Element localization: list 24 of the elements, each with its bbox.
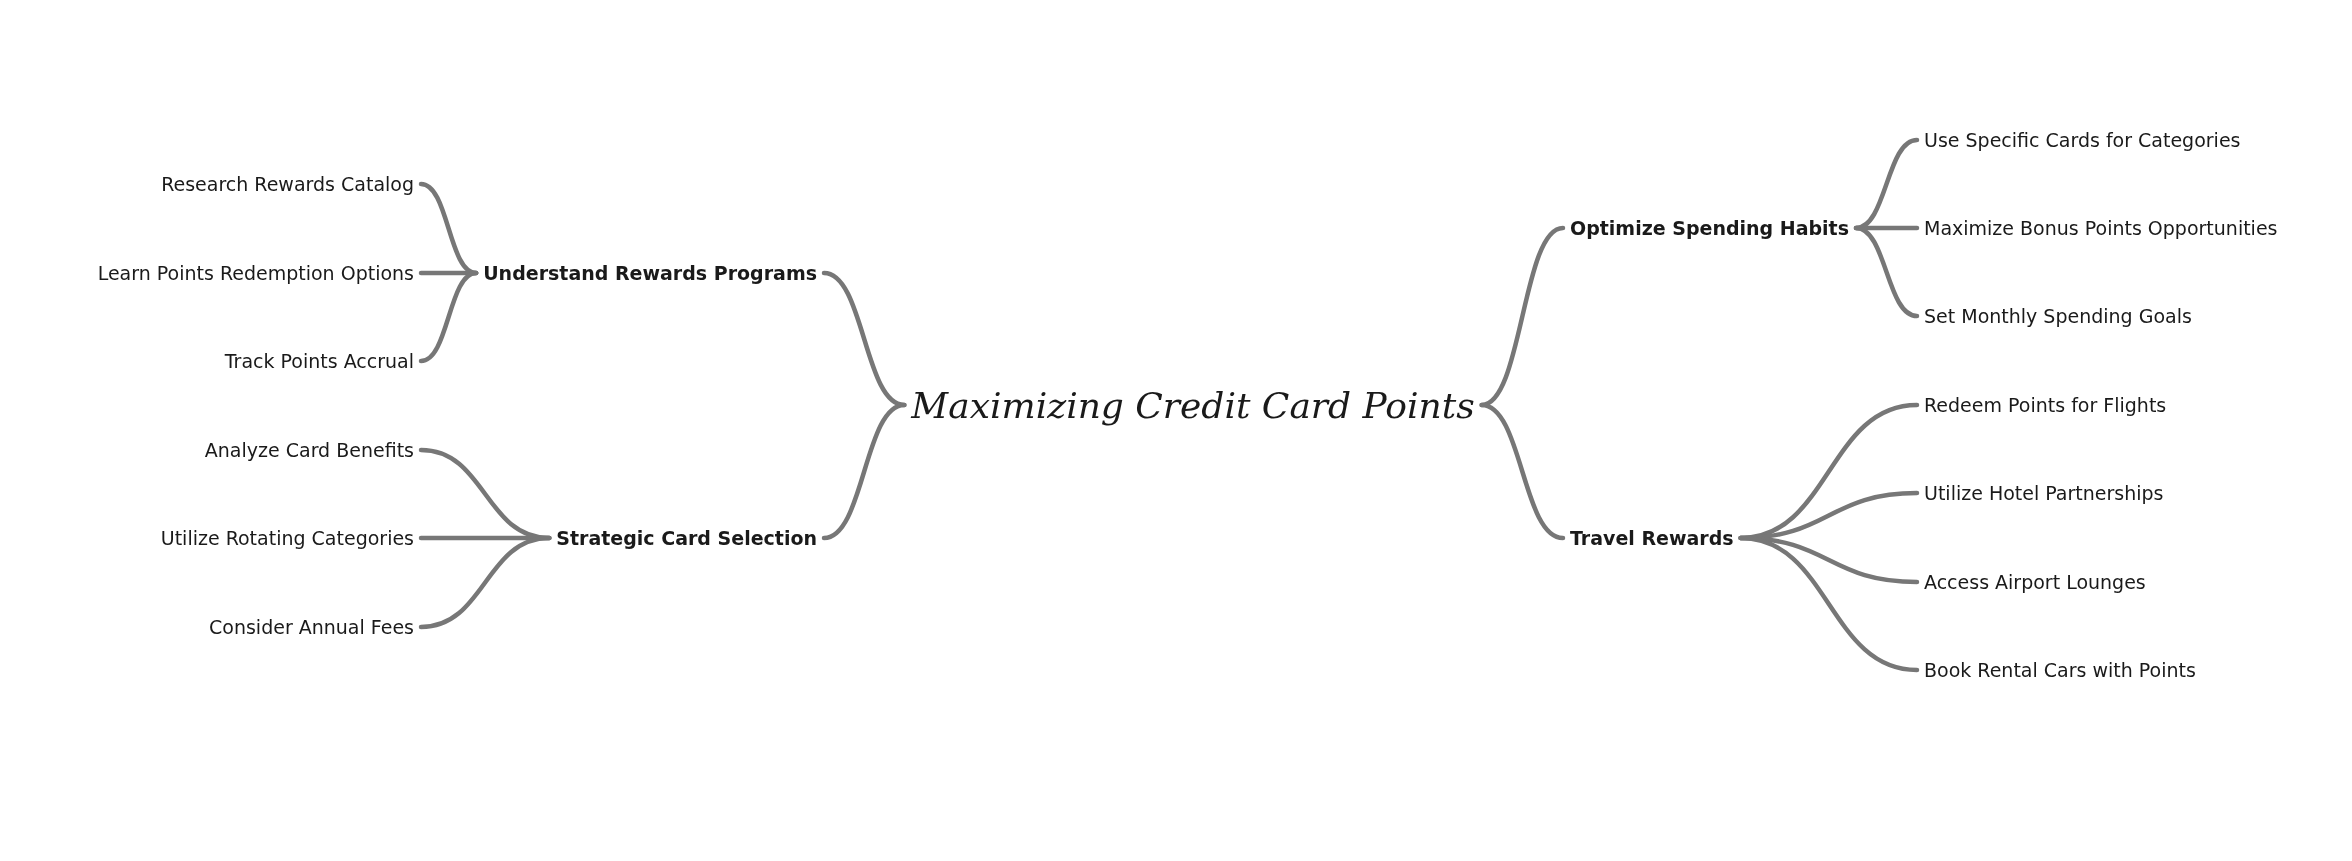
leaf-topic: Track Points Accrual	[224, 348, 414, 374]
leaf-topic: Set Monthly Spending Goals	[1924, 303, 2192, 329]
connector-curve	[1853, 225, 1920, 319]
leaf-topic: Maximize Bonus Points Opportunities	[1924, 215, 2278, 241]
leaf-topic: Utilize Rotating Categories	[160, 525, 414, 551]
leaf-topic: Utilize Hotel Partnerships	[1924, 480, 2164, 506]
connector-curve	[1479, 402, 1566, 541]
connector-curve	[821, 402, 907, 541]
branch-topic: Strategic Card Selection	[556, 525, 817, 551]
branch-topic: Optimize Spending Habits	[1570, 215, 1849, 241]
connector-curve	[418, 535, 552, 630]
leaf-topic: Analyze Card Benefits	[204, 437, 414, 463]
leaf-topic: Use Specific Cards for Categories	[1924, 127, 2241, 153]
leaf-topic: Consider Annual Fees	[209, 614, 414, 640]
connector-curve	[1738, 535, 1920, 673]
leaf-topic: Access Airport Lounges	[1924, 569, 2146, 595]
leaf-topic: Research Rewards Catalog	[161, 171, 414, 197]
leaf-topic: Learn Points Redemption Options	[97, 260, 414, 286]
branch-topic: Travel Rewards	[1570, 525, 1734, 551]
connector-curve	[418, 270, 479, 364]
central-topic: Maximizing Credit Card Points	[911, 382, 1475, 428]
leaf-topic: Book Rental Cars with Points	[1924, 657, 2196, 683]
leaf-topic: Redeem Points for Flights	[1924, 392, 2167, 418]
branch-topic: Understand Rewards Programs	[483, 260, 817, 286]
